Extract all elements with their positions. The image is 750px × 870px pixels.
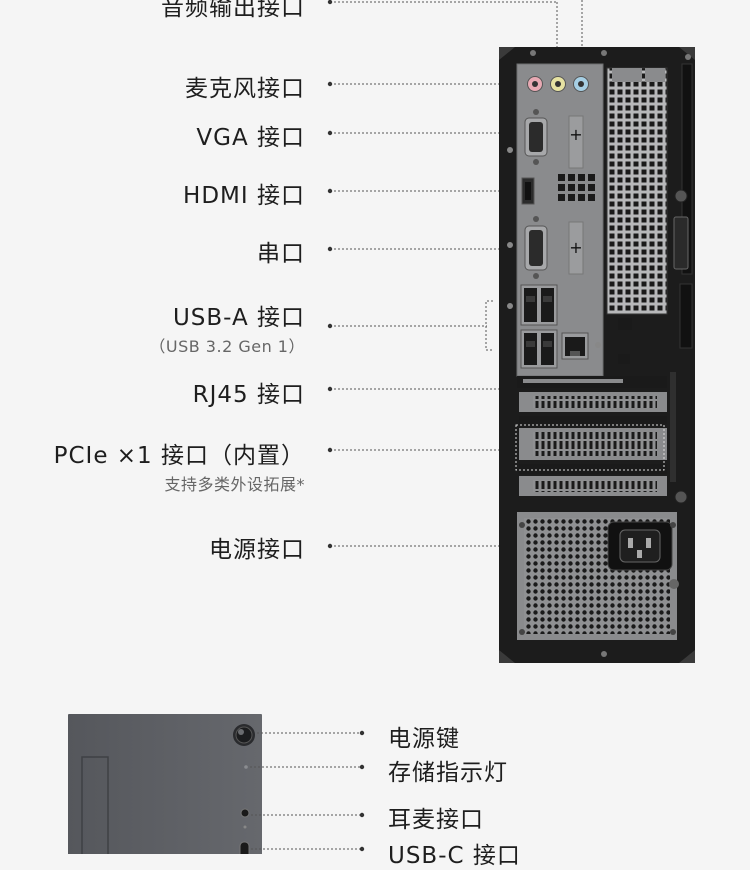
audio-out-label: 音频输出接口: [161, 0, 305, 21]
storage-indicator-icon: [244, 765, 248, 769]
usb-c-port-icon: [239, 841, 250, 854]
rear-leader-dots: [327, 0, 333, 549]
svg-text:+: +: [569, 238, 582, 257]
psu-area: [517, 512, 679, 640]
pcie-note-label: 支持多类外设拓展*: [164, 475, 305, 494]
usb-a-port-label: USB-A 接口: [172, 305, 305, 331]
rj45-port-label: RJ45 接口: [192, 382, 305, 408]
serial-port-label: 串口: [257, 241, 305, 267]
storage-indicator-label: 存储指示灯: [388, 760, 508, 786]
svg-text:+: +: [569, 125, 582, 144]
hdmi-connector: [521, 177, 535, 205]
power-button-icon: [233, 724, 255, 746]
power-port-label: 电源接口: [209, 537, 305, 563]
front-leader-dots: [359, 730, 365, 852]
rear-chassis: + +: [499, 47, 695, 663]
pcie-slot-label: PCIe ×1 接口（内置）: [53, 443, 305, 469]
headset-port-label: 耳麦接口: [388, 807, 484, 833]
power-button-label: 电源键: [388, 726, 460, 752]
expansion-slots: [515, 392, 667, 496]
audio-jacks: [527, 76, 589, 92]
rj45-connector: [561, 332, 589, 360]
front-leader-lines: [250, 732, 362, 850]
serial-connector: [524, 216, 548, 279]
vga-connector: [524, 109, 548, 165]
mic-port-label: 麦克风接口: [185, 76, 305, 102]
headset-jack-icon: [240, 808, 250, 818]
usb-a-ports: [520, 284, 558, 369]
hdmi-port-label: HDMI 接口: [183, 183, 305, 209]
usb-a-spec-label: （USB 3.2 Gen 1）: [149, 337, 305, 356]
vga-port-label: VGA 接口: [196, 125, 305, 151]
front-chassis: [68, 714, 262, 854]
